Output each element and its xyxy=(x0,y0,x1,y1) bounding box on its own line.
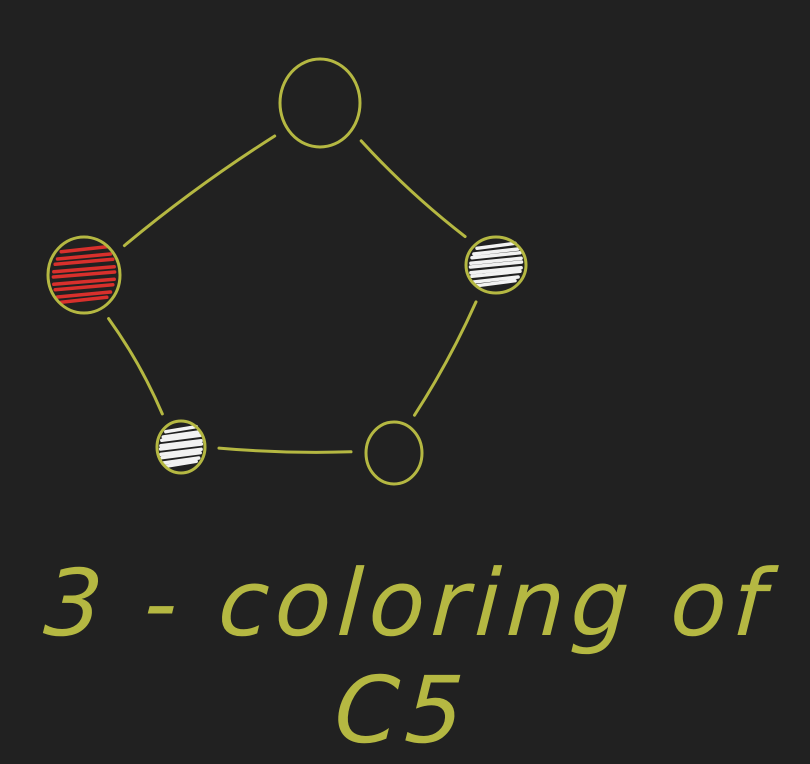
vertex-outline xyxy=(46,235,122,315)
vertex-outline xyxy=(155,419,207,475)
vertex-fill-scribble xyxy=(158,424,204,469)
graph-edges xyxy=(107,134,478,454)
edge-top-right xyxy=(359,139,467,239)
edge-bottom-right-bottom-left xyxy=(217,446,353,454)
vertex-bottom-right xyxy=(364,420,424,486)
vertex-outline xyxy=(464,235,528,295)
vertex-fill-scribble xyxy=(51,244,117,305)
vertex-top xyxy=(278,57,362,149)
vertex-right xyxy=(464,235,528,295)
vertex-left xyxy=(46,235,122,315)
vertex-outline xyxy=(364,420,424,486)
diagram-caption: 3 - coloring of C5 xyxy=(41,550,775,764)
vertex-bottom-left xyxy=(155,419,207,475)
graph-vertices xyxy=(46,57,528,486)
vertex-outline xyxy=(278,57,362,149)
edge-right-bottom-right xyxy=(413,300,478,417)
cycle-graph-diagram xyxy=(46,57,528,486)
vertex-fill-scribble xyxy=(468,241,524,288)
edge-left-top xyxy=(122,134,277,248)
edge-bottom-left-left xyxy=(107,317,164,416)
